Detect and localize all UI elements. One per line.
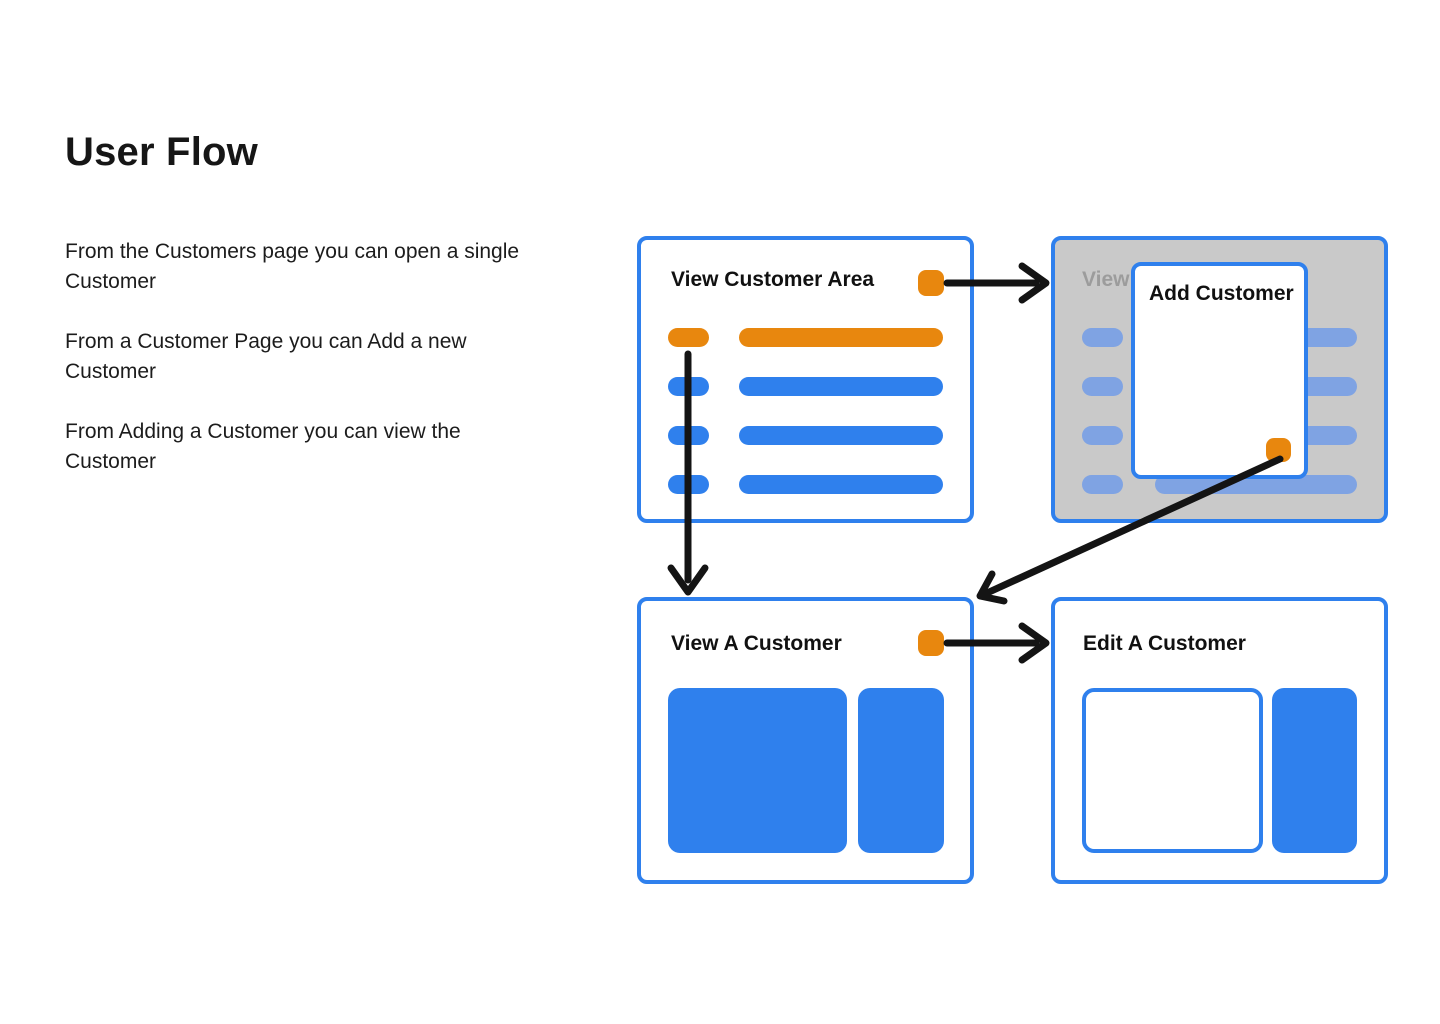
add-customer-modal: Add Customer xyxy=(1131,262,1308,479)
intro-paragraph-add-customer: From a Customer Page you can Add a new C… xyxy=(65,330,467,383)
row-pill-small xyxy=(1082,328,1123,347)
page-title: User Flow xyxy=(65,130,258,174)
row-pill-small xyxy=(1082,475,1123,494)
panel-title: Edit A Customer xyxy=(1083,632,1246,655)
hotspot-marker-icon xyxy=(918,630,944,656)
panel-view-a-customer: View A Customer xyxy=(637,597,974,884)
panel-edit-a-customer: Edit A Customer xyxy=(1051,597,1388,884)
row-pill-long xyxy=(739,328,943,347)
form-placeholder-box xyxy=(1082,688,1263,853)
panel-view-customer-area: View Customer Area xyxy=(637,236,974,523)
row-pill-small xyxy=(1082,377,1123,396)
panel-title: View A Customer xyxy=(671,632,842,655)
row-pill-long xyxy=(739,426,943,445)
row-pill-small xyxy=(668,377,709,396)
row-pill-small xyxy=(668,328,709,347)
modal-hotspot-marker-icon xyxy=(1266,438,1291,462)
intro-paragraph-view-added-customer: From Adding a Customer you can view the … xyxy=(65,420,461,473)
panel-title: View Customer Area xyxy=(671,268,875,291)
content-block-side xyxy=(858,688,944,853)
panel-customers-dimmed: View Add Customer xyxy=(1051,236,1388,523)
dimmed-panel-title: View xyxy=(1082,268,1130,291)
modal-title: Add Customer xyxy=(1149,282,1294,305)
row-pill-small xyxy=(1082,426,1123,445)
row-pill-long xyxy=(739,475,943,494)
row-pill-small xyxy=(668,475,709,494)
content-block-large xyxy=(668,688,847,853)
intro-text: From the Customers page you can open a s… xyxy=(65,237,585,507)
hotspot-marker-icon xyxy=(918,270,944,296)
row-pill-long xyxy=(739,377,943,396)
intro-paragraph-open-customer: From the Customers page you can open a s… xyxy=(65,240,520,293)
content-block-side xyxy=(1272,688,1357,853)
row-pill-small xyxy=(668,426,709,445)
